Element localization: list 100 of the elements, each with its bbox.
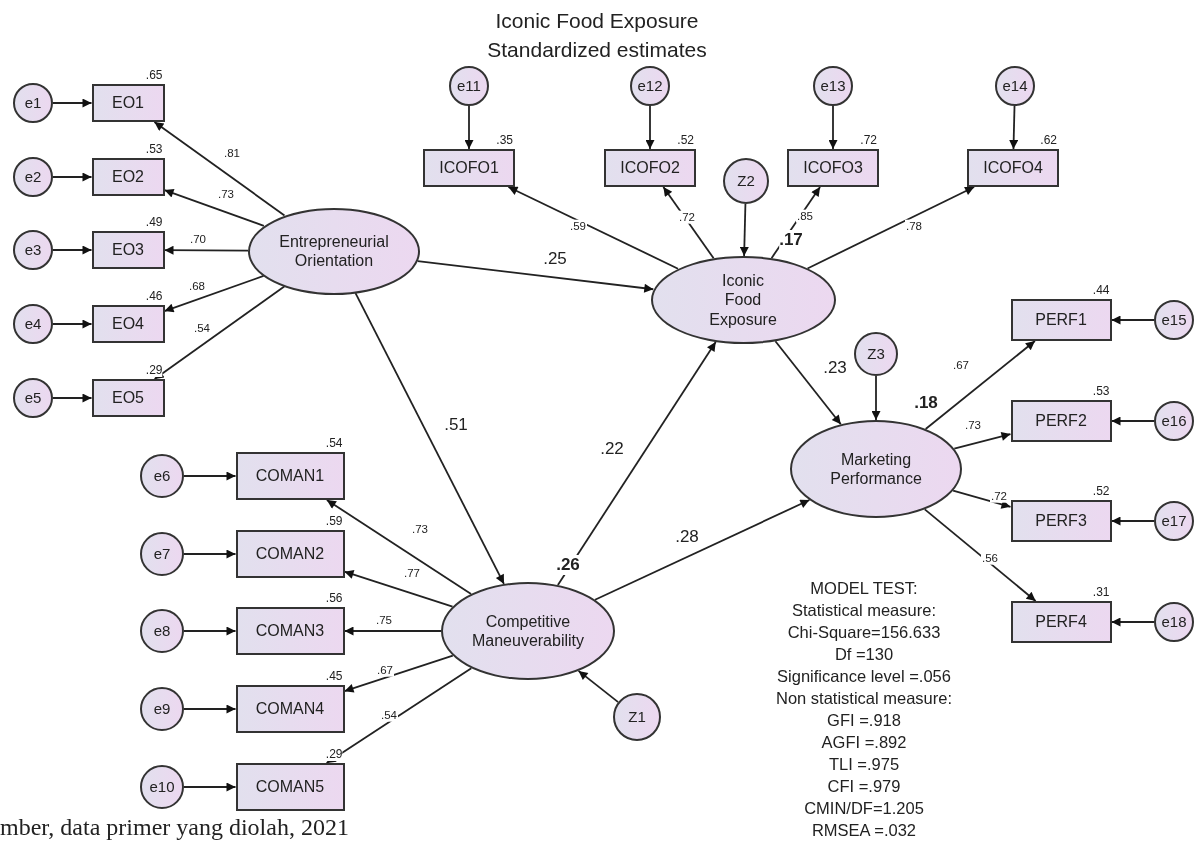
r-squared-value: .44: [1092, 283, 1110, 297]
indicator-box: EO1: [91, 84, 165, 122]
error-circle: e10: [140, 765, 184, 809]
arrow: [325, 499, 472, 595]
model-fit-text: GFI =.918: [827, 710, 901, 731]
arrow: [1110, 617, 1155, 627]
latent-ellipse: Entrepreneurial Orientation: [248, 207, 420, 295]
arrow: [343, 654, 454, 693]
r-squared-value: .29: [145, 363, 163, 377]
path-coefficient: .73: [964, 418, 982, 432]
arrow: [924, 340, 1036, 430]
path-coefficient: .72: [990, 489, 1008, 503]
r-squared-value: .31: [1092, 585, 1110, 599]
arrow: [1009, 105, 1019, 150]
model-fit-text: Non statistical measure:: [775, 688, 953, 709]
indicator-box: PERF1: [1010, 299, 1112, 341]
path-coefficient: .81: [223, 146, 241, 160]
indicator-box: COMAN1: [235, 452, 345, 500]
indicator-box: PERF4: [1010, 601, 1112, 643]
arrow: [52, 245, 93, 255]
error-circle: e4: [13, 304, 53, 344]
path-coefficient: .70: [189, 232, 207, 246]
error-circle: Z1: [613, 693, 661, 741]
arrow: [52, 319, 93, 329]
arrow: [153, 121, 286, 217]
indicator-box: ICOFO2: [604, 149, 696, 187]
arrow: [343, 626, 442, 636]
r-squared-value: .35: [496, 133, 513, 147]
arrow: [739, 203, 749, 257]
r-squared-value: .72: [860, 133, 877, 147]
error-circle: e18: [1154, 602, 1194, 642]
arrow: [952, 489, 1012, 509]
arrow: [645, 105, 655, 150]
arrow: [806, 186, 976, 270]
latent-ellipse: Marketing Performance: [790, 420, 962, 518]
error-circle: e11: [449, 66, 489, 106]
r-squared-value: .17: [779, 230, 803, 250]
arrow: [183, 626, 237, 636]
r-squared-value: .29: [325, 747, 343, 761]
r-squared-value: .45: [325, 669, 343, 683]
indicator-box: COMAN2: [235, 530, 345, 578]
error-circle: e5: [13, 378, 53, 418]
arrow: [923, 508, 1037, 602]
r-squared-value: .52: [677, 133, 694, 147]
arrow: [577, 670, 620, 704]
error-circle: e12: [630, 66, 670, 106]
error-circle: Z3: [854, 332, 898, 376]
error-circle: e7: [140, 532, 184, 576]
indicator-box: EO2: [91, 158, 165, 196]
arrow: [183, 549, 237, 559]
r-squared-value: .59: [325, 514, 343, 528]
model-fit-text: RMSEA =.032: [811, 820, 917, 841]
error-circle: e3: [13, 230, 53, 270]
r-squared-value: .53: [145, 142, 163, 156]
arrow: [354, 292, 505, 585]
arrow: [343, 570, 454, 608]
model-fit-text: Chi-Square=156.633: [787, 622, 941, 643]
indicator-box: COMAN3: [235, 607, 345, 655]
r-squared-value: .65: [145, 68, 163, 82]
r-squared-value: .52: [1092, 484, 1110, 498]
path-coefficient: .73: [217, 187, 235, 201]
r-squared-value: .53: [1092, 384, 1110, 398]
source-caption: mber, data primer yang diolah, 2021: [0, 814, 349, 841]
arrow: [183, 782, 237, 792]
model-fit-text: CFI =.979: [827, 776, 901, 797]
path-coefficient: .68: [188, 279, 206, 293]
arrow: [953, 432, 1012, 450]
path-coefficient: .75: [375, 613, 393, 627]
arrow: [1110, 315, 1155, 325]
r-squared-value: .46: [145, 289, 163, 303]
model-fit-text: MODEL TEST:: [810, 578, 918, 599]
error-circle: e14: [995, 66, 1035, 106]
indicator-box: ICOFO3: [787, 149, 879, 187]
arrow: [183, 704, 237, 714]
error-circle: Z2: [723, 158, 769, 204]
path-coefficient: .77: [403, 566, 421, 580]
arrow: [828, 105, 838, 150]
arrow: [163, 188, 265, 227]
model-fit-text: TLI =.975: [828, 754, 900, 775]
arrow: [163, 245, 249, 255]
arrow: [1110, 416, 1155, 426]
arrow: [52, 98, 93, 108]
latent-ellipse: Iconic Food Exposure: [650, 256, 836, 344]
indicator-box: PERF3: [1010, 500, 1112, 542]
indicator-box: COMAN5: [235, 763, 345, 811]
arrow: [507, 186, 679, 270]
indicator-box: PERF2: [1010, 400, 1112, 442]
arrow: [52, 172, 93, 182]
arrow: [153, 285, 286, 380]
indicator-box: EO5: [91, 379, 165, 417]
path-coefficient: .67: [952, 358, 970, 372]
r-squared-value: .26: [556, 555, 580, 575]
arrow: [183, 471, 237, 481]
model-fit-text: AGFI =.892: [821, 732, 907, 753]
r-squared-value: .62: [1040, 133, 1057, 147]
arrow: [1110, 516, 1155, 526]
arrow: [325, 667, 473, 764]
path-coefficient: .54: [193, 321, 211, 335]
model-fit-text: Statistical measure:: [792, 600, 936, 621]
path-coefficient: .85: [796, 209, 814, 223]
